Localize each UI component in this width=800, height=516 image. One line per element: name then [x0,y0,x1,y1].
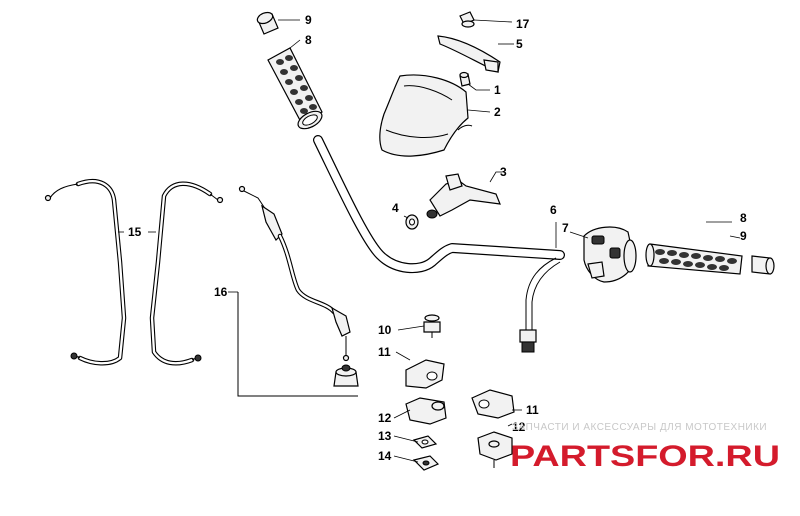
windshield [379,74,473,157]
callout-10: 10 [378,323,392,337]
screw [459,71,471,87]
right-end-cap [751,255,775,275]
callout-6: 6 [550,203,557,217]
callout-14: 14 [378,449,392,463]
handlebar-cover [437,35,501,73]
callout-11-left: 11 [378,345,391,359]
callout-12-right: 12 [512,420,526,434]
callout-8-right: 8 [740,211,747,225]
callout-8-left: 8 [305,33,312,47]
upper-clamp-right [471,389,515,419]
push-rivet [459,11,475,28]
callout-1: 1 [494,83,501,97]
callout-9-right: 9 [740,229,747,243]
nut-plate [412,455,440,471]
lower-clamp-left [405,397,447,425]
callout-2: 2 [494,105,501,119]
left-end-cap [256,11,279,35]
watermark-tagline: ЗАПЧАСТИ И АКСЕССУАРЫ ДЛЯ МОТОТЕХНИКИ [512,422,767,433]
callout-12-left: 12 [378,411,392,425]
left-grip [267,47,323,130]
callout-9-left: 9 [305,13,312,27]
switch-housing [519,226,637,353]
callout-16: 16 [214,285,228,299]
leader-lines [118,19,741,463]
callout-4: 4 [392,201,399,215]
callout-7: 7 [562,221,569,235]
handlebar [313,135,565,274]
throttle-cable [237,185,359,397]
callout-17: 17 [516,17,530,31]
upper-clamp-left [405,359,445,389]
grip-heater-wires [44,178,224,366]
callout-5: 5 [516,37,523,51]
callout-13: 13 [378,429,392,443]
bolt [423,314,441,338]
callout-15: 15 [128,225,142,239]
callout-11-right: 11 [526,403,539,417]
watermark-brand: PARTSFOR.RU [510,440,780,473]
lower-clamp-right [477,431,513,468]
right-grip [645,243,743,275]
washer [405,214,419,230]
mounting-bracket [426,173,501,219]
callout-3: 3 [500,165,507,179]
spacer-plate [412,435,438,449]
